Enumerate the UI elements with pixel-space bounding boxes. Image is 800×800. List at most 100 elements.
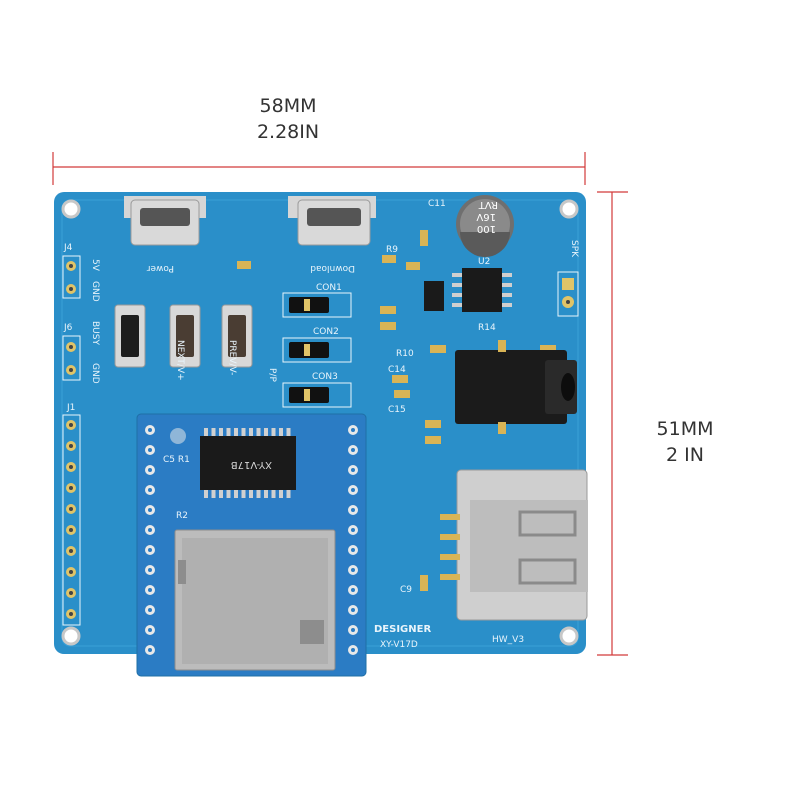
chip-pin (256, 428, 261, 436)
chip-pin (264, 490, 268, 498)
5v-label: 5V (90, 259, 100, 272)
module-pin-hole (148, 488, 152, 492)
module-pin-hole (351, 508, 355, 512)
c15-label: C15 (388, 405, 406, 415)
module-pin-hole (148, 548, 152, 552)
j4-header (62, 255, 81, 299)
power-usb-port[interactable] (124, 196, 206, 246)
module-pin-hole (148, 448, 152, 452)
hw-label: HW_V3 (492, 635, 524, 645)
height-mm: 51MM (656, 418, 714, 440)
j6-header (62, 335, 81, 381)
chip-pin (234, 428, 238, 436)
gnd-label-1: GND (90, 281, 100, 302)
amplifier-ic (452, 268, 512, 312)
chip-pin (204, 428, 208, 436)
jumper-con3[interactable] (282, 382, 352, 408)
cap-voltage-label: 16V (476, 211, 496, 222)
con2-label: CON2 (313, 327, 339, 337)
c5r1-label: C5 R1 (163, 455, 190, 465)
chip-pin (204, 490, 208, 498)
module-pin-hole (351, 488, 355, 492)
module-pin-hole (351, 628, 355, 632)
r10-label: R10 (396, 349, 414, 359)
usb-a-port[interactable] (440, 469, 588, 621)
width-inch: 2.28IN (256, 121, 320, 143)
chip-pin (211, 490, 216, 498)
j6-label: J6 (63, 323, 73, 333)
header-pin-hole (69, 465, 73, 469)
busy-label: BUSY (90, 321, 100, 345)
module-pin-hole (351, 528, 355, 532)
module-pin-hole (148, 528, 152, 532)
c9-label: C9 (400, 585, 412, 595)
chip-pin (271, 428, 276, 436)
u2-label: U2 (478, 257, 490, 267)
header-pin-hole (69, 444, 73, 448)
module-pin-hole (351, 428, 355, 432)
chip-pin (279, 428, 283, 436)
j1-header (62, 414, 81, 626)
chip-pin (219, 490, 223, 498)
cap-value-label: 100 (477, 223, 496, 234)
header-pin-hole (69, 528, 73, 532)
height-dimension-line (597, 191, 628, 656)
chip-pin (219, 428, 223, 436)
download-usb-port[interactable] (288, 196, 376, 246)
chip-pin (286, 490, 291, 498)
module-pin-hole (148, 508, 152, 512)
play-pause-button[interactable] (221, 304, 253, 368)
chip-pin (241, 490, 246, 498)
spk-label: SPK (569, 240, 579, 258)
chip-pin (241, 428, 246, 436)
j1-label: J1 (66, 403, 75, 413)
pp-label: P/P (267, 368, 277, 382)
model-label: XY-V17D (380, 640, 418, 650)
audio-jack[interactable] (455, 340, 577, 434)
j1-outline (62, 414, 81, 626)
header-pin-hole (69, 486, 73, 490)
next-button[interactable] (114, 304, 146, 368)
chip-pin (271, 490, 276, 498)
header-pin-hole (69, 570, 73, 574)
chip-pin (264, 428, 268, 436)
width-dimension-label: 58MM 2.28IN (238, 93, 338, 145)
chip-pin (211, 428, 216, 436)
j4-label: J4 (63, 243, 73, 253)
jumper-con1[interactable] (282, 292, 352, 318)
prev-label: PREV/V- (227, 340, 237, 375)
module-pin-hole (148, 648, 152, 652)
module-pin-hole (351, 588, 355, 592)
module-pin-hole (148, 428, 152, 432)
r2-label: R2 (176, 511, 188, 521)
designer-label: DESIGNER (374, 624, 431, 635)
prev-button[interactable] (169, 304, 201, 368)
module-pin-hole (351, 648, 355, 652)
module-pin-hole (148, 568, 152, 572)
module-pin-hole (148, 628, 152, 632)
width-mm: 58MM (259, 95, 317, 117)
jumper-con2[interactable] (282, 337, 352, 363)
chip-label: XY-V17B (231, 459, 272, 470)
module-pin-hole (351, 448, 355, 452)
next-label: NEXT/V+ (175, 340, 185, 381)
chip-pin (279, 490, 283, 498)
chip-pin (249, 490, 253, 498)
chip-pin (256, 490, 261, 498)
chip-pin (286, 428, 291, 436)
chip-pin (249, 428, 253, 436)
header-pin-hole (69, 423, 73, 427)
module-pin-hole (148, 588, 152, 592)
cap-ref-label: C11 (428, 199, 446, 209)
module-pin-hole (351, 468, 355, 472)
module-pin-hole (351, 608, 355, 612)
r14-label: R14 (478, 323, 496, 333)
module-pin-hole (351, 568, 355, 572)
gnd-label-2: GND (90, 363, 100, 384)
width-dimension-line (52, 152, 586, 185)
sd-card-slot[interactable] (174, 529, 336, 671)
module-pin-hole (148, 468, 152, 472)
header-pin-hole (69, 507, 73, 511)
speaker-header (557, 271, 579, 317)
